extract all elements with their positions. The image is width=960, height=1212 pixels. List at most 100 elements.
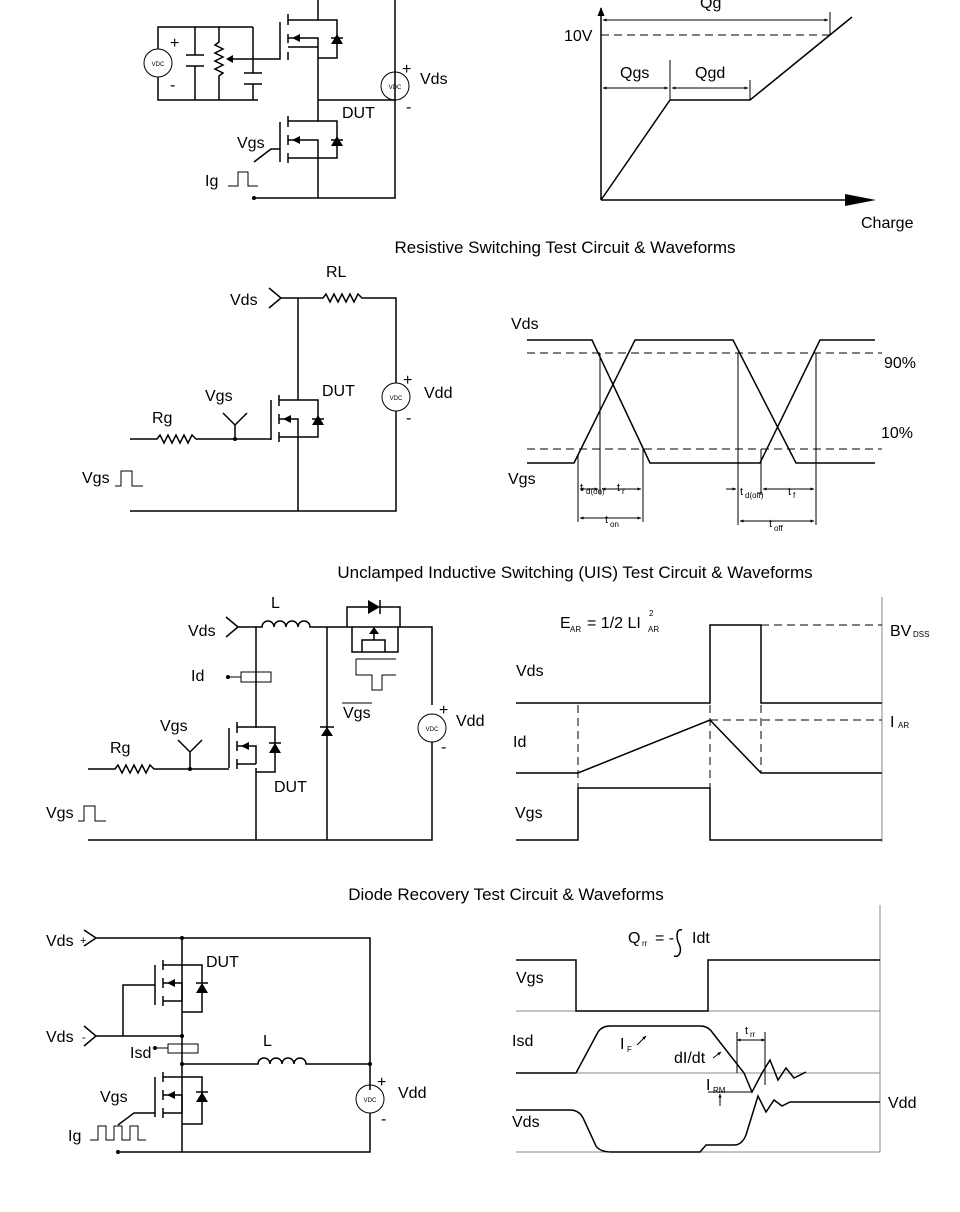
resistive-waveform: Vds Vgs 90% 10% t d(on) t r t d(off) t f… (508, 316, 916, 533)
vds-label: Vds (188, 623, 216, 640)
vgs-label: Vgs (516, 970, 544, 987)
gate-wire (253, 148, 280, 163)
trr-sub: rr (750, 1030, 756, 1039)
vgs-pulse-label: Vgs (46, 805, 74, 822)
vdd-label: Vdd (398, 1085, 426, 1102)
id-waveform (516, 719, 882, 774)
ig-label: Ig (68, 1128, 81, 1145)
mosfet-low-icon (154, 1072, 203, 1125)
vds-label: Vds (512, 1114, 540, 1131)
mosfet-dut-icon (279, 116, 319, 198)
rl-resistor-icon (281, 292, 397, 383)
rg-label: Rg (110, 740, 130, 757)
vgs-bar-pulse-icon (355, 658, 396, 691)
gate-charge-curve (600, 16, 853, 201)
l-label: L (271, 595, 280, 612)
capacitor-icon (244, 59, 262, 100)
minus-sign: - (406, 410, 411, 427)
tf-sub: f (793, 491, 796, 500)
vgs-terminal-icon (177, 739, 203, 769)
vdc-label: VDC (364, 1098, 377, 1104)
plus-sign: + (403, 372, 412, 389)
resistive-title: Resistive Switching Test Circuit & Wavef… (394, 238, 735, 257)
ear-sub2: AR (648, 625, 659, 634)
diode-waveform: Q rr = - Idt Vgs Isd I F dI/dt t rr I RM… (512, 905, 916, 1153)
rg-resistor-icon (130, 433, 271, 445)
td-off-sub: d(off) (745, 491, 764, 500)
potentiometer-icon (213, 27, 225, 100)
vds-terminal-icon (225, 616, 240, 638)
uis-circuit: Vds L Vgs VDC + - Vdd Id DUT Vgs Rg (46, 595, 484, 841)
isd-label: Isd (512, 1033, 533, 1050)
tr-label: t (617, 482, 620, 494)
timing-dashed-lines (577, 640, 762, 788)
isd-waveform (516, 1025, 807, 1094)
mosfet-dut-icon (154, 960, 203, 1013)
vgs-label: Vgs (205, 388, 233, 405)
vds-plus-label: Vds (46, 933, 74, 950)
vgs-waveform (516, 787, 882, 841)
qgd-label: Qgd (695, 65, 725, 82)
isd-label: Isd (130, 1045, 151, 1062)
vdc-label: VDC (390, 396, 403, 402)
irm-label: I (706, 1077, 710, 1094)
mosfet-upper-icon (253, 0, 319, 60)
plus-sign: + (80, 935, 86, 947)
vdd-label: Vdd (424, 385, 452, 402)
ninety-percent-label: 90% (884, 355, 916, 372)
vds-label: Vds (420, 71, 448, 88)
charge-label: Charge (861, 215, 914, 232)
qrr-sub: rr (642, 939, 648, 948)
ear-label: E (560, 615, 571, 632)
vgs-pulse-icon (78, 805, 106, 822)
vgs-label: Vgs (100, 1089, 128, 1106)
bvdss-sub: DSS (913, 630, 929, 639)
dut-label: DUT (342, 105, 375, 122)
vds-label: Vds (516, 663, 544, 680)
ton-label: t (605, 514, 608, 526)
dut-label: DUT (322, 383, 355, 400)
vgs-pulse-icon (115, 470, 143, 487)
baseline-lines (516, 1010, 880, 1153)
qrr-label: Q (628, 930, 640, 947)
minus-sign: - (381, 1111, 386, 1128)
l-label: L (263, 1033, 272, 1050)
inductor-icon (238, 620, 433, 705)
td-on-label: t (580, 482, 583, 494)
resistive-circuit: RL Vds VDC + - Vdd DUT Vgs Rg Vgs (82, 264, 452, 512)
rg-resistor-icon (88, 763, 229, 775)
inductor-icon (182, 1057, 370, 1065)
vdd-label: Vdd (888, 1095, 916, 1112)
minus-sign: - (406, 99, 411, 116)
ig-label: Ig (205, 173, 218, 190)
plus-sign: + (439, 702, 448, 719)
minus-sign: - (170, 77, 175, 94)
bvdss-label: BV (890, 623, 912, 640)
td-off-label: t (740, 486, 743, 498)
vdc-label: VDC (426, 727, 439, 733)
vds-label: Vds (230, 292, 258, 309)
plus-sign: + (377, 1074, 386, 1091)
vds-terminal-icon (268, 287, 283, 309)
vgs-waveform (516, 959, 880, 1012)
vdc-source-icon (380, 71, 410, 101)
qgs-label: Qgs (620, 65, 649, 82)
vds-waveform (527, 339, 875, 464)
vgs-terminal-icon (222, 412, 248, 439)
if-sub: F (627, 1045, 632, 1054)
vds-terminal-icon (83, 1025, 98, 1047)
iar-label: I (890, 714, 894, 731)
irm-sub: RM (713, 1086, 726, 1095)
qg-label: Qg (700, 0, 721, 12)
vds-minus-label: Vds (46, 1029, 74, 1046)
uis-title: Unclamped Inductive Switching (UIS) Test… (337, 563, 812, 582)
didt-label: dI/dt (674, 1050, 706, 1067)
vgs-label: Vgs (160, 718, 188, 735)
vgs-label: Vgs (515, 805, 543, 822)
mosfet-dut-icon (270, 395, 324, 511)
ig-pulse-icon (90, 1125, 146, 1141)
rg-label: Rg (152, 410, 172, 427)
capacitor-icon (186, 27, 204, 100)
ten-v-label: 10V (564, 28, 593, 45)
